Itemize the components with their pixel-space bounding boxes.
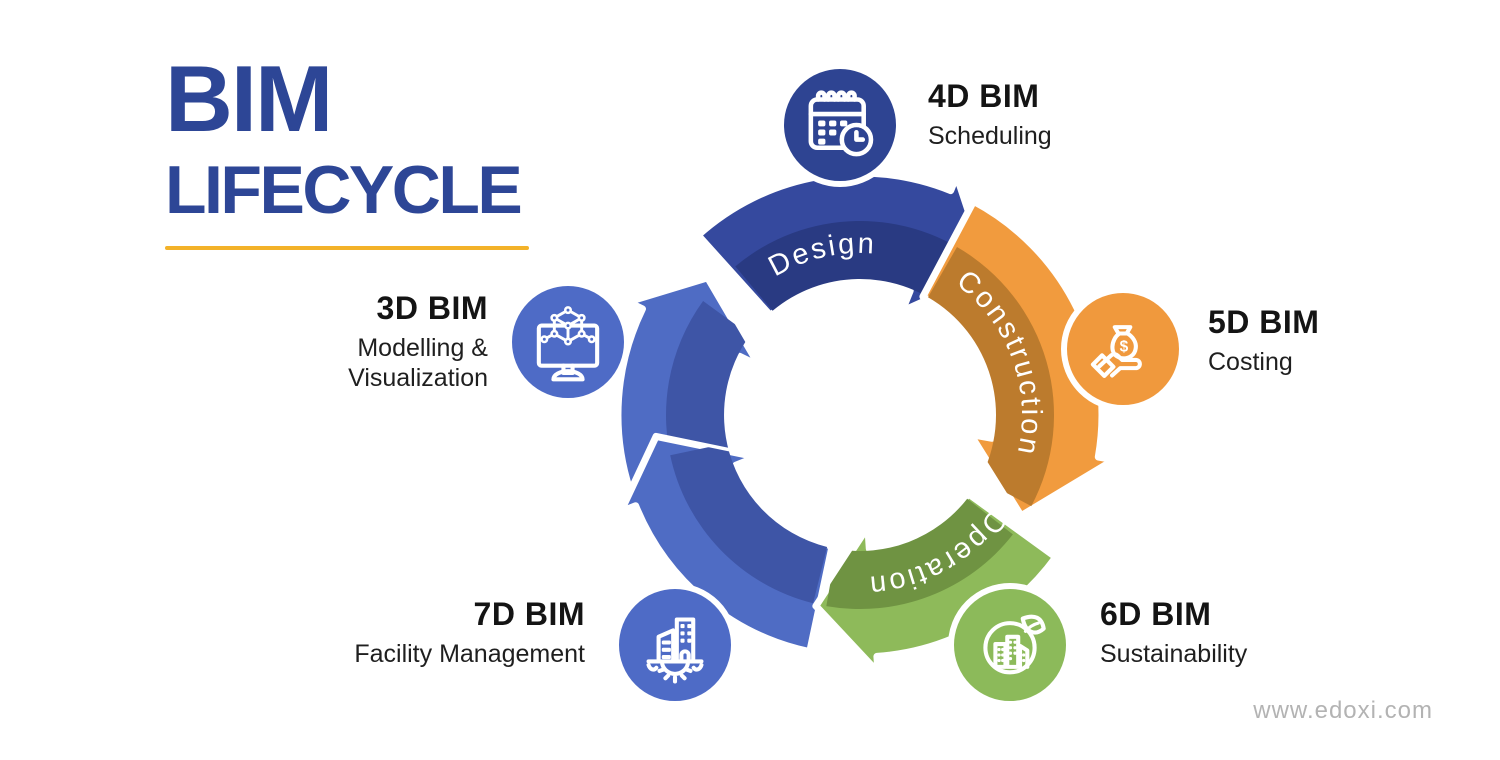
- monitor-3d-model-icon: [536, 306, 600, 382]
- title-block: BIM LIFECYCLE: [165, 52, 529, 250]
- node-5d-circle: $: [1061, 287, 1185, 411]
- node-7d-labels: 7D BIM Facility Management: [354, 596, 585, 669]
- node-5d-labels: 5D BIM Costing: [1208, 304, 1320, 377]
- calendar-clock-icon: [808, 90, 874, 157]
- building-gear-icon: [646, 617, 704, 684]
- node-7d-subtitle: Facility Management: [354, 639, 585, 668]
- node-4d-title: 4D BIM: [928, 78, 1040, 114]
- node-4d-subtitle: Scheduling: [928, 121, 1052, 150]
- node-4d-labels: 4D BIM Scheduling: [928, 78, 1052, 151]
- node-3d-labels: 3D BIM Modelling & Visualization: [348, 290, 488, 393]
- node-7d-title: 7D BIM: [473, 596, 585, 632]
- node-5d-subtitle: Costing: [1208, 347, 1293, 376]
- construction-arrow-inner-band: [928, 247, 1055, 507]
- node-6d-title: 6D BIM: [1100, 596, 1212, 632]
- node-3d-title: 3D BIM: [376, 290, 488, 326]
- eco-building-icon: [983, 614, 1046, 675]
- watermark: www.edoxi.com: [1253, 697, 1433, 724]
- svg-text:$: $: [1120, 339, 1129, 356]
- blue-return-lower-arrow-inner-band: [670, 443, 828, 604]
- blue-return-upper-arrow-inner-band: [666, 301, 750, 469]
- title-underline: [165, 246, 529, 250]
- node-4d-circle: [778, 63, 902, 187]
- page-title-line2: LIFECYCLE: [165, 152, 523, 228]
- design-arrow-inner-band: [735, 221, 980, 311]
- money-hand-icon: $: [1090, 325, 1142, 378]
- node-3d-circle: [506, 280, 630, 404]
- node-3d-subtitle: Modelling & Visualization: [348, 333, 488, 392]
- node-7d-circle: [613, 583, 737, 707]
- node-6d-labels: 6D BIM Sustainability: [1100, 596, 1248, 669]
- operation-arrow-inner-band: [826, 498, 1013, 610]
- node-6d-circle: [948, 583, 1072, 707]
- node-6d-subtitle: Sustainability: [1100, 639, 1248, 668]
- node-5d-title: 5D BIM: [1208, 304, 1320, 340]
- page-title-line1: BIM: [165, 46, 333, 151]
